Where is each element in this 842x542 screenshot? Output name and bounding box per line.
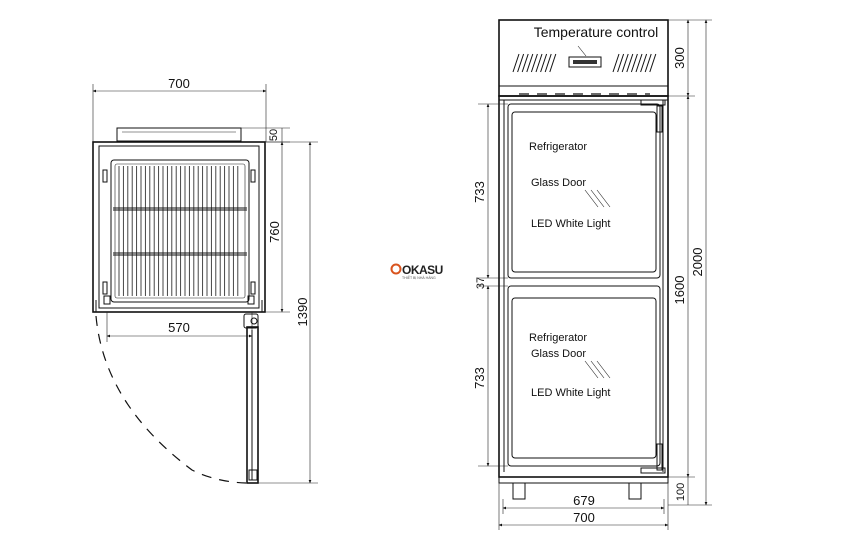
lower-door-glass: Glass Door — [531, 348, 586, 360]
top-width-label: 700 — [168, 76, 190, 91]
lower-door-height-label: 733 — [472, 367, 487, 389]
top-offset-dimension: 50 — [241, 127, 290, 143]
lower-door-light: LED White Light — [531, 387, 610, 399]
okasu-watermark: OKASU THIẾT BỊ NHÀ HÀNG — [390, 263, 443, 280]
watermark-tagline: THIẾT BỊ NHÀ HÀNG — [402, 275, 436, 280]
cabinet-body-top — [92, 141, 266, 313]
lower-door: Refrigerator Glass Door LED White Light — [507, 285, 666, 474]
total-height-label: 2000 — [690, 248, 705, 277]
control-panel: Temperature control — [498, 19, 669, 97]
watermark-brand: OKASU — [402, 263, 443, 277]
lower-door-title: Refrigerator — [529, 332, 587, 344]
front-width-label: 700 — [573, 510, 595, 525]
okasu-logo-icon — [390, 263, 402, 275]
front-left-dimensions: 733 37 733 — [472, 103, 508, 467]
top-width-dimension: 700 — [92, 76, 267, 142]
top-depth-label: 760 — [267, 221, 282, 243]
upper-door-height-label: 733 — [472, 181, 487, 203]
control-height-label: 300 — [672, 47, 687, 69]
cabinet-feet — [498, 476, 669, 500]
lower-glass-panel — [511, 297, 657, 459]
top-depth-dimension: 760 — [265, 141, 290, 313]
door-swing-arc — [95, 315, 247, 484]
rear-panel — [116, 127, 242, 142]
left-foot — [512, 482, 526, 500]
leg-height-label: 100 — [675, 483, 687, 501]
door-hinge — [243, 313, 259, 329]
right-foot — [628, 482, 642, 500]
lower-door-handle — [656, 443, 663, 471]
upper-door-light: LED White Light — [531, 218, 610, 230]
door-gap-label: 37 — [475, 277, 487, 289]
upper-door: Refrigerator Glass Door LED White Light — [507, 99, 666, 279]
open-depth-label: 1390 — [295, 298, 310, 327]
top-offset-label: 50 — [268, 129, 280, 141]
open-door — [95, 313, 259, 484]
open-depth-dimension: 1390 — [258, 141, 318, 484]
upper-door-title: Refrigerator — [529, 141, 587, 153]
front-bottom-dimensions: 679 700 — [498, 483, 669, 530]
vent-right — [612, 53, 657, 73]
wire-shelf — [110, 159, 250, 303]
body-height-label: 1600 — [672, 276, 687, 305]
upper-glass-panel — [511, 111, 657, 273]
top-view: 700 50 — [92, 76, 318, 484]
control-label: Temperature control — [534, 24, 659, 40]
upper-door-glass: Glass Door — [531, 177, 586, 189]
top-inner-width-label: 570 — [168, 320, 190, 335]
front-view: Temperature control Refrigerator Glass D… — [472, 19, 712, 530]
door-leaf — [246, 326, 259, 484]
front-right-dimensions: 300 1600 100 2000 — [668, 19, 712, 506]
top-inner-width-dimension: 570 — [106, 312, 253, 342]
leg-spacing-label: 679 — [573, 493, 595, 508]
controller-display — [568, 56, 602, 68]
vent-left — [512, 53, 557, 73]
upper-door-handle — [656, 105, 663, 133]
